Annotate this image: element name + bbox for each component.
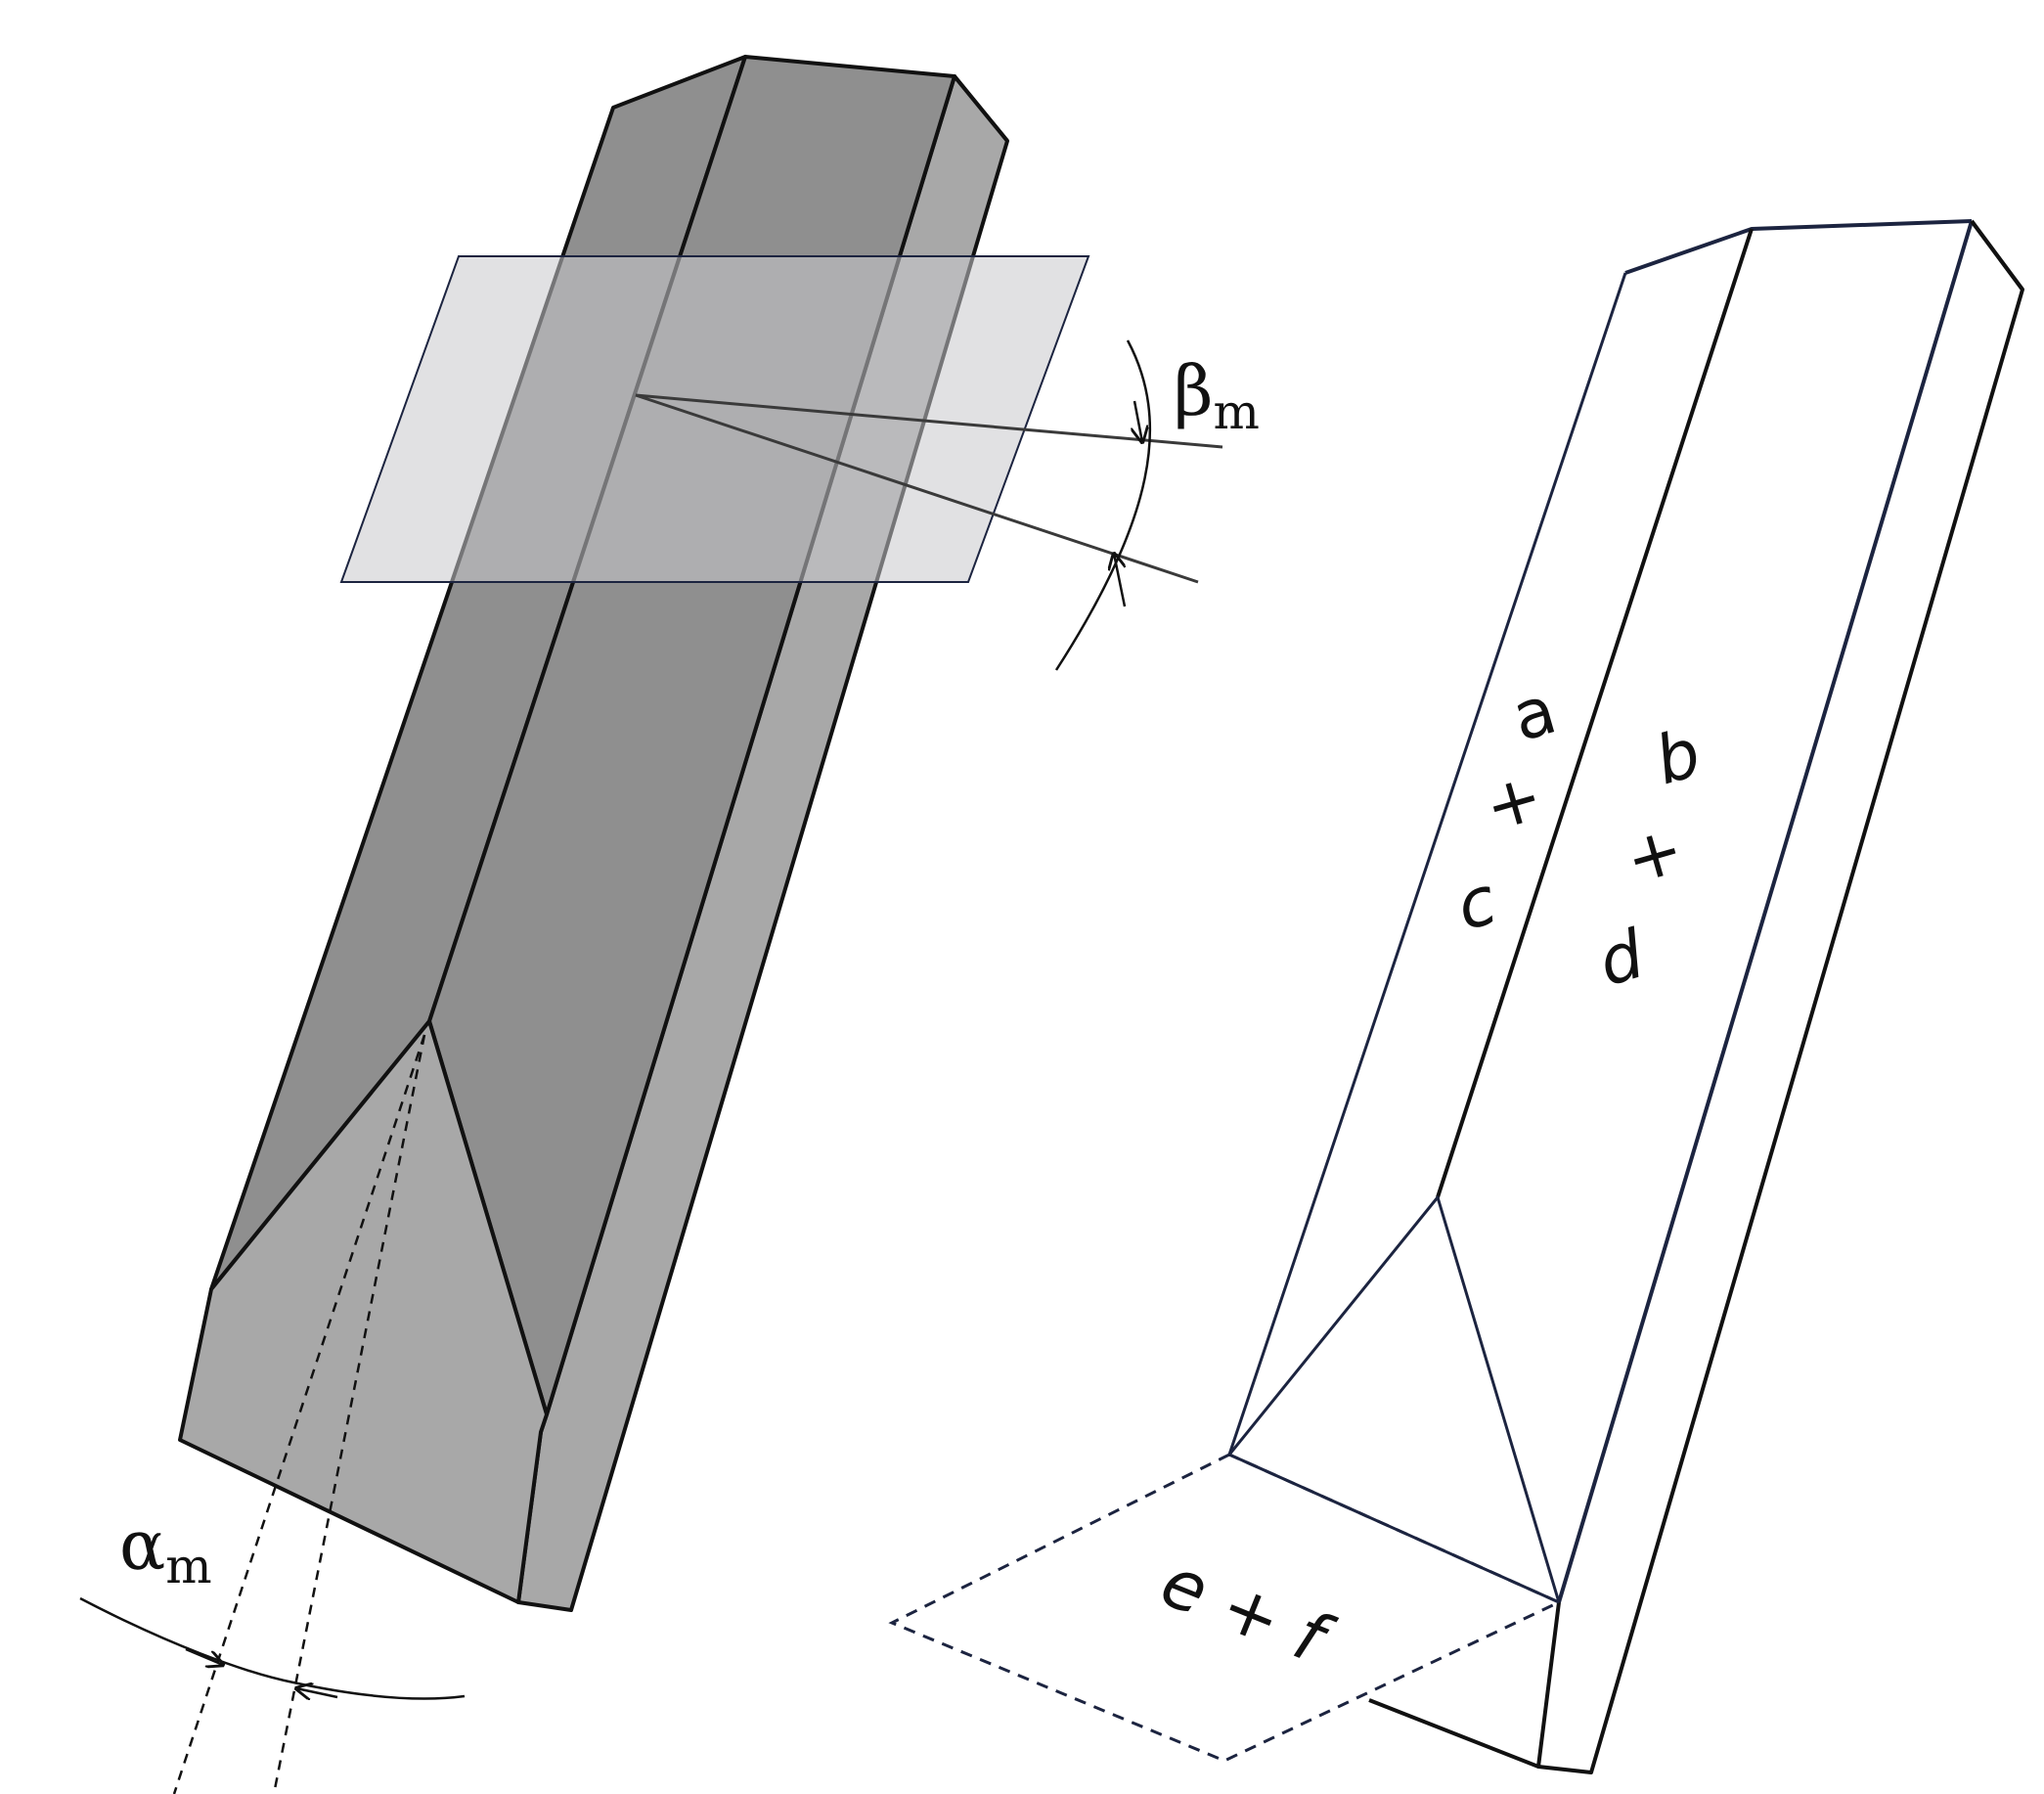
alpha-angle-arc	[79, 1596, 466, 1700]
section-plane	[339, 255, 1090, 583]
alpha-construction-lines	[172, 1034, 426, 1794]
outline-tool	[1227, 219, 2024, 1774]
alpha-label: αm	[119, 1505, 212, 1594]
label-b: b	[1647, 714, 1709, 800]
alpha-arrow-left	[185, 1647, 223, 1665]
label-e-plus-f: e + f	[1150, 1542, 1344, 1682]
plane-section-lines	[635, 393, 1223, 584]
outline-bevel	[1227, 1195, 1561, 1603]
label-a: a	[1504, 672, 1565, 757]
alpha-arrow-right	[296, 1688, 338, 1697]
base-dashed-outline	[888, 1453, 1563, 1763]
outline-top-edge	[1624, 219, 1973, 275]
beta-angle-arc	[1054, 339, 1152, 671]
label-d: d	[1590, 916, 1653, 1002]
face-labels: a + c b + d e + f	[1150, 672, 1709, 1682]
beta-arrow-lower	[1114, 554, 1127, 607]
beta-label: βm	[1174, 351, 1260, 440]
label-plus-1: +	[1477, 758, 1552, 848]
label-plus-2: +	[1618, 811, 1693, 901]
label-c: c	[1448, 862, 1505, 946]
tool-bevel-face	[178, 1019, 549, 1604]
beta-arrow-upper	[1134, 400, 1142, 442]
